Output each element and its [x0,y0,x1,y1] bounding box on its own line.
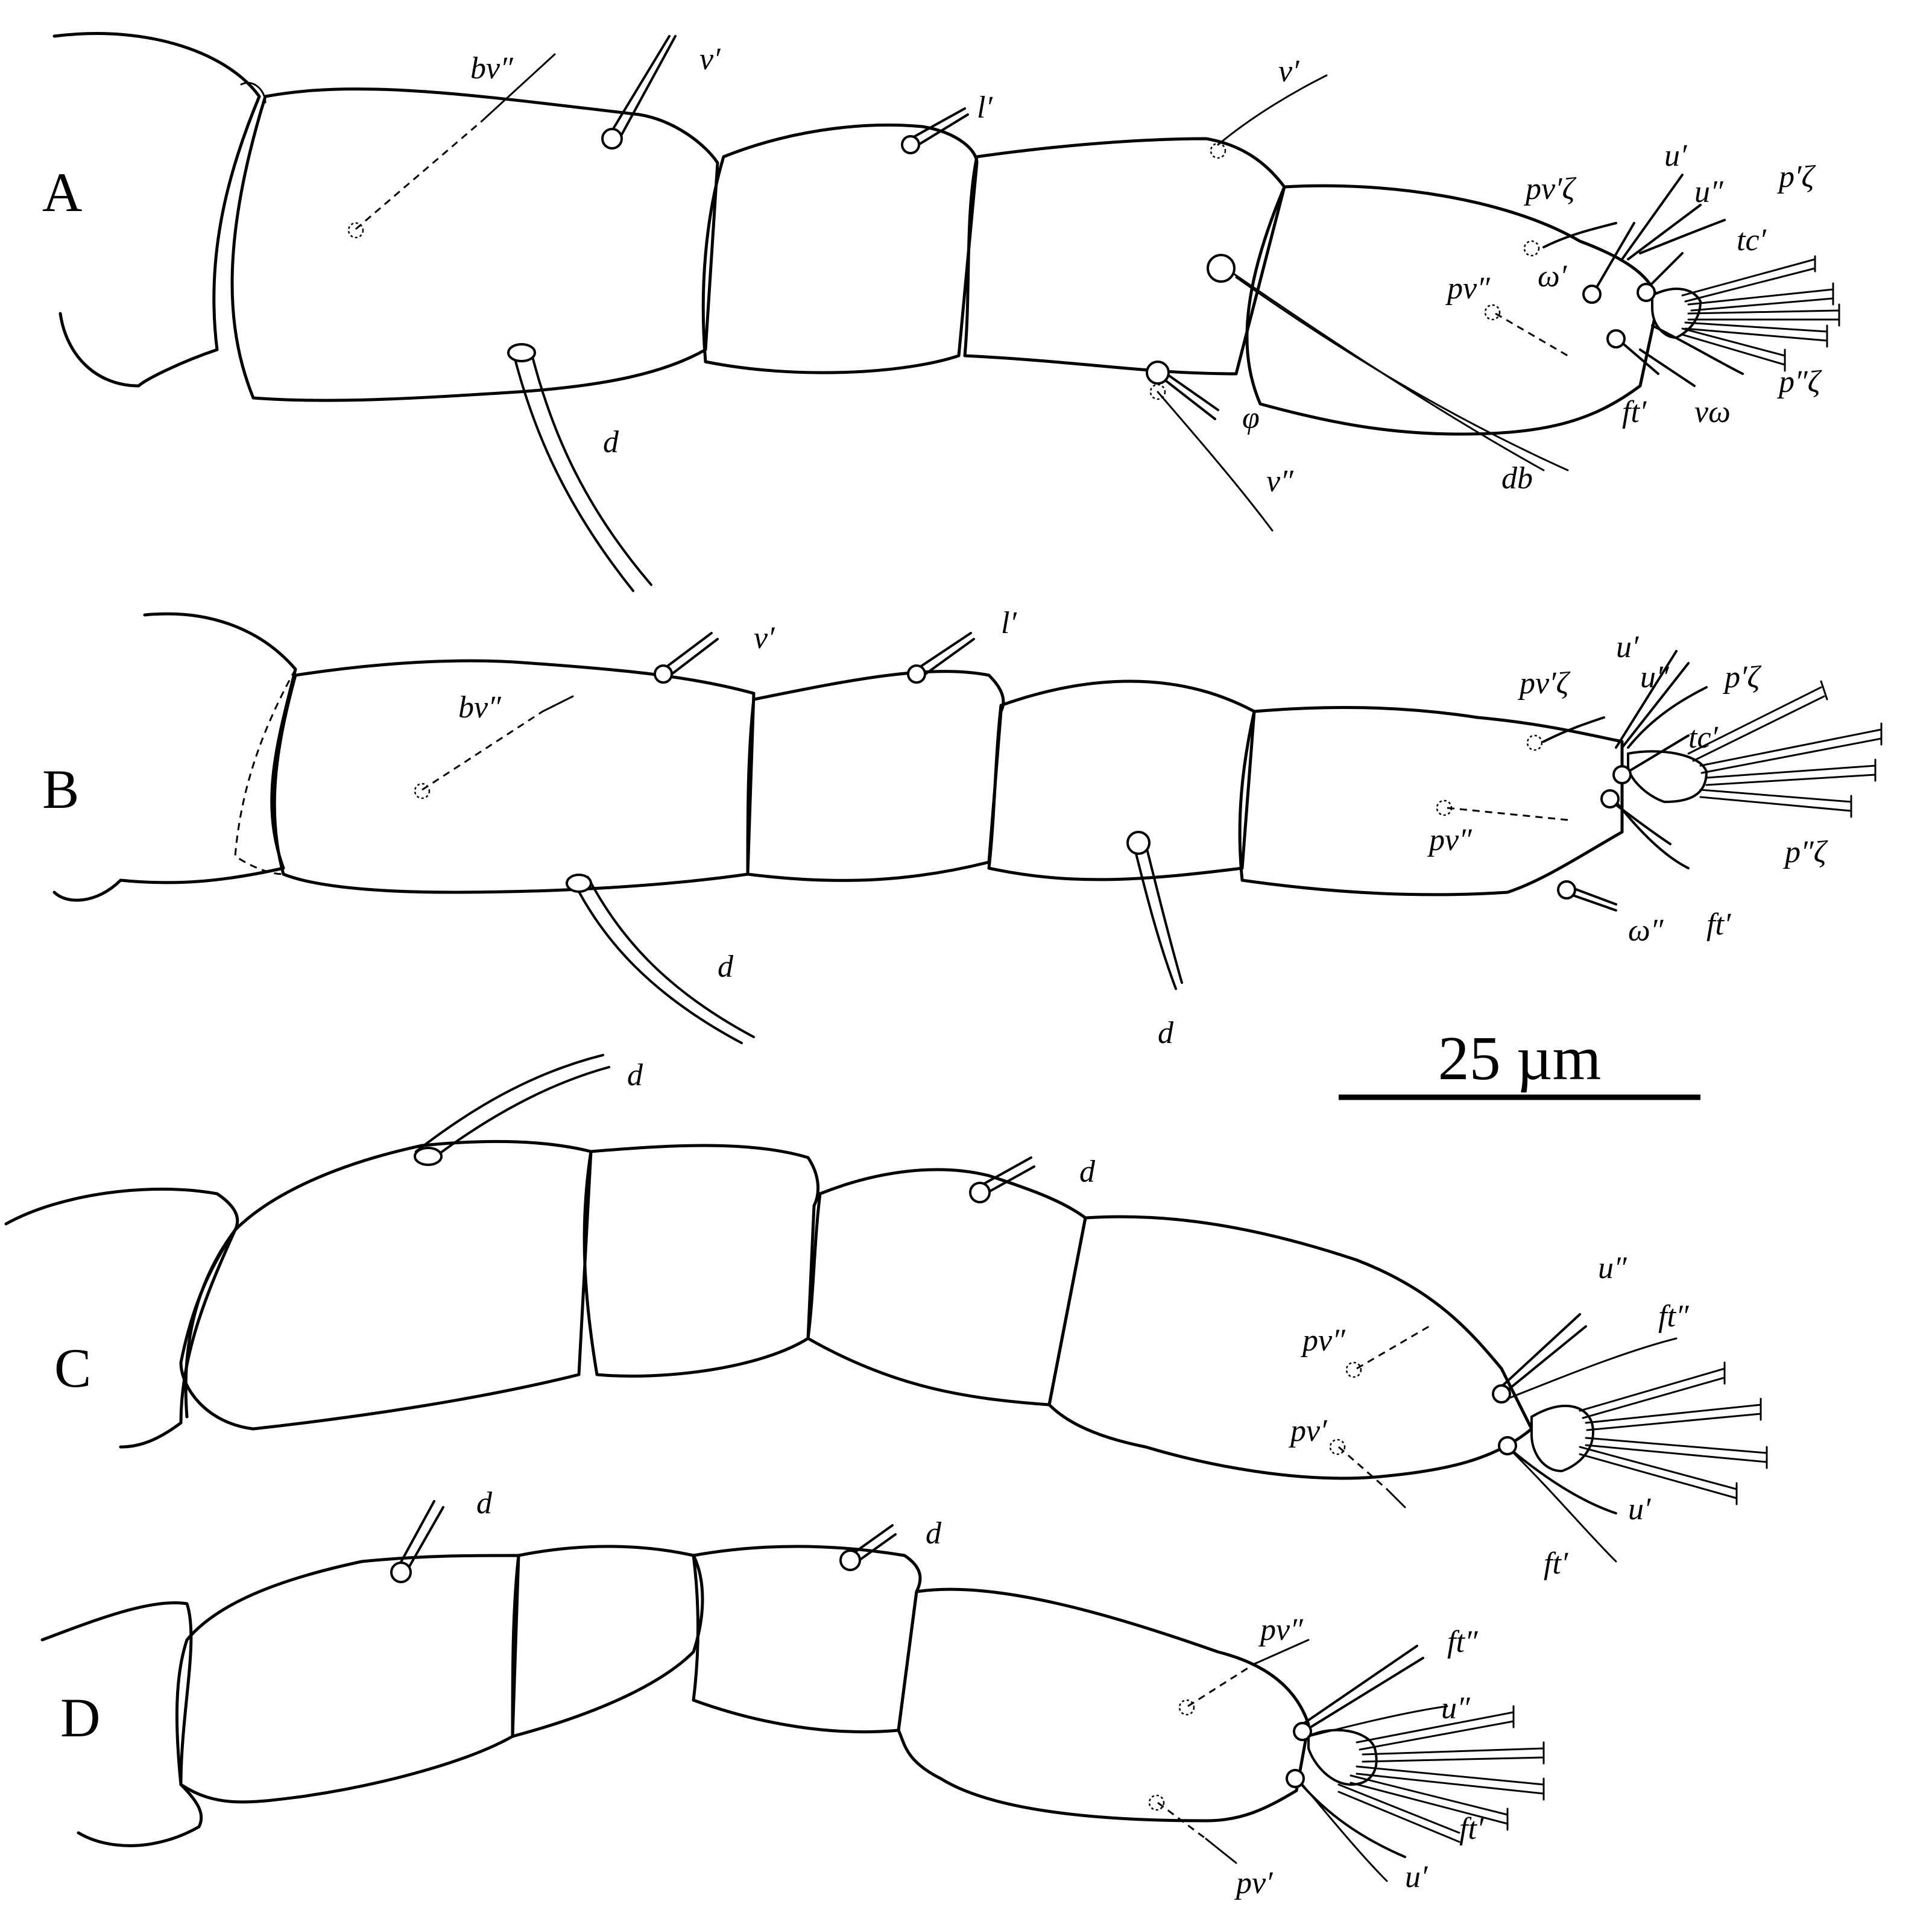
panel-d-tarsus [897,1587,1310,1823]
panel-c-tarsus [1047,1215,1533,1480]
label-b-u-double: u″ [1640,660,1670,695]
label-d-d-femur: d [476,1486,493,1521]
panel-a: A [42,32,1840,592]
label-db: db [1501,461,1533,496]
label-b-v-prime: v′ [754,621,775,655]
scale-bar: 25 µm [1339,1024,1700,1100]
label-l-prime: l′ [977,90,993,125]
panel-a-basal-segment [52,32,261,388]
scale-bar-label: 25 µm [1438,1024,1602,1093]
label-d-pv-prime: pv′ [1234,1866,1274,1900]
panel-a-letter: A [42,162,82,223]
panel-c-femur [179,1139,593,1431]
label-b-pv-double: pv″ [1427,823,1473,857]
label-p-prime-zeta: p′ζ [1776,160,1816,194]
panel-a-empodial-rays [1681,255,1840,372]
panel-d: D [40,1486,1545,1900]
panel-b-tarsus [1238,705,1624,897]
label-d: d [603,425,619,459]
label-v-prime: v′ [699,42,721,77]
label-d-pv-double: pv″ [1258,1613,1304,1647]
seta-bv-double [355,119,483,230]
label-c-d-femur: d [627,1058,643,1092]
label-tc-prime: tc′ [1737,223,1767,257]
label-d-ft-double: ft″ [1447,1625,1479,1659]
label-v-double: v″ [1266,464,1294,499]
panel-b-basal-segment [52,612,297,902]
label-c-ft-prime: ft′ [1544,1546,1569,1581]
label-phi: φ [1242,401,1260,435]
label-b-ft-prime: ft′ [1706,907,1732,942]
label-b-omega-double: ω″ [1628,913,1664,948]
label-c-d-genu: d [1079,1155,1096,1189]
label-b-tc-prime: tc′ [1688,720,1719,755]
panel-b: B [42,606,1883,1050]
label-b-d-tibia: d [1158,1016,1174,1050]
panel-a-genu [701,123,979,374]
panel-b-tibia [987,679,1256,881]
label-c-u-double: u″ [1598,1251,1627,1285]
label-b-l-prime: l′ [1001,606,1017,640]
panel-a-femur [230,87,719,402]
label-d-ft-prime: ft′ [1459,1812,1485,1846]
panel-c-basal-segment [4,1187,239,1449]
panel-b-letter: B [42,758,79,820]
label-b-bv-double: bv″ [458,690,502,725]
panel-d-empodial-rays [1337,1705,1545,1843]
label-d-u-prime: u′ [1405,1860,1428,1894]
panel-d-basal-segment [40,1601,203,1847]
label-u-double: u″ [1694,175,1724,209]
label-v-omega: vω [1694,395,1731,429]
panel-d-tibia [692,1545,922,1734]
panel-c-genu [582,1144,820,1378]
label-b-u-prime: u′ [1616,630,1640,664]
label-c-pv-double: pv″ [1300,1323,1346,1358]
panel-c-empodium [1530,1404,1594,1473]
label-omega-prime: ω′ [1538,259,1568,294]
label-ft-prime: ft′ [1622,395,1647,429]
label-bv-double: bv″ [470,51,514,86]
label-b-d-femur: d [718,950,734,984]
panel-d-femur [175,1554,520,1804]
panel-c-tibia [806,1168,1087,1407]
panel-b-genu [746,670,1005,882]
label-d-u-double: u″ [1441,1691,1471,1725]
label-pv-prime-zeta: pv′ζ [1523,172,1576,206]
label-c-ft-double: ft″ [1658,1299,1690,1334]
label-b-pv-prime-zeta: pv′ζ [1517,666,1570,701]
panel-d-empodium [1307,1728,1378,1786]
panel-c: C d [4,1054,1768,1581]
panel-c-letter: C [54,1337,91,1399]
label-pv-double: pv″ [1445,271,1491,306]
label-b-p-double-zeta: p″ζ [1782,835,1828,869]
label-d-d-tibia: d [926,1516,942,1551]
label-b-p-prime-zeta: p′ζ [1722,660,1761,695]
label-p-double-zeta: p″ζ [1776,365,1822,399]
panel-b-femur [273,659,756,894]
label-c-u-prime: u′ [1628,1492,1652,1527]
label-u-prime: u′ [1664,139,1688,173]
label-c-pv-prime: pv′ [1288,1414,1328,1448]
panel-a-tarsus [1245,184,1660,436]
panel-b-empodium [1627,750,1708,804]
panel-d-genu [511,1545,704,1738]
panel-c-empodial-rays [1579,1361,1768,1505]
panel-b-empodial-rays [1687,680,1883,818]
panel-a-tibia [963,137,1286,376]
label-v-prime-tibia: v′ [1278,54,1300,89]
panel-d-letter: D [60,1687,100,1748]
